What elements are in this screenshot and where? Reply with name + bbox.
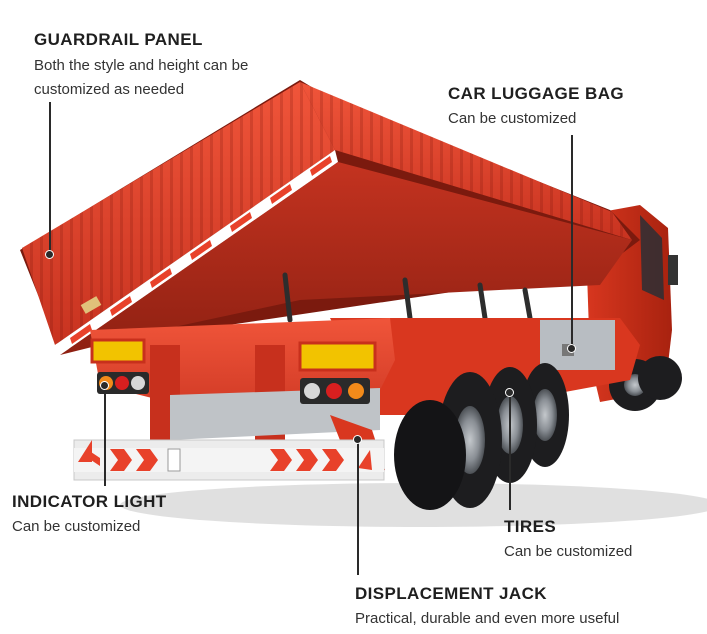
guardrail-desc-line2: customized as needed xyxy=(34,81,185,98)
rear-lights-right xyxy=(300,378,370,404)
jack-callout: DISPLACEMENT JACK Practical, durable and… xyxy=(355,583,619,631)
indicator-desc: Can be customized xyxy=(12,518,141,535)
tires-leader xyxy=(509,393,511,510)
guardrail-leader xyxy=(49,102,51,254)
luggage-dot xyxy=(567,344,576,353)
tires-dot xyxy=(505,388,514,397)
guardrail-title: GUARDRAIL PANEL xyxy=(34,30,203,49)
indicator-dot xyxy=(100,381,109,390)
luggage-desc: Can be customized xyxy=(448,110,577,127)
luggage-callout: CAR LUGGAGE BAG Can be customized xyxy=(448,83,624,131)
guardrail-callout: GUARDRAIL PANEL Both the style and heigh… xyxy=(34,29,248,102)
jack-dot xyxy=(353,435,362,444)
guardrail-dot xyxy=(45,250,54,259)
truck-cab xyxy=(585,205,682,411)
jack-leader xyxy=(357,440,359,575)
jack-desc: Practical, durable and even more useful xyxy=(355,610,620,627)
indicator-title: INDICATOR LIGHT xyxy=(12,492,167,511)
hydraulic-rams xyxy=(282,272,533,323)
luggage-title: CAR LUGGAGE BAG xyxy=(448,84,624,103)
jack-title: DISPLACEMENT JACK xyxy=(355,584,547,603)
reflector-left xyxy=(90,338,146,364)
rear-bumper xyxy=(73,439,385,481)
tires-desc: Can be customized xyxy=(504,543,633,560)
luggage-leader xyxy=(571,135,573,347)
indicator-leader xyxy=(104,386,106,486)
chassis xyxy=(90,318,640,440)
reflector-right xyxy=(298,341,377,372)
indicator-callout: INDICATOR LIGHT Can be customized xyxy=(12,491,167,539)
tires-title: TIRES xyxy=(504,517,557,536)
wheels xyxy=(394,363,569,510)
guardrail-desc-line1: Both the style and height can be xyxy=(34,57,249,74)
tires-callout: TIRES Can be customized xyxy=(504,516,632,564)
